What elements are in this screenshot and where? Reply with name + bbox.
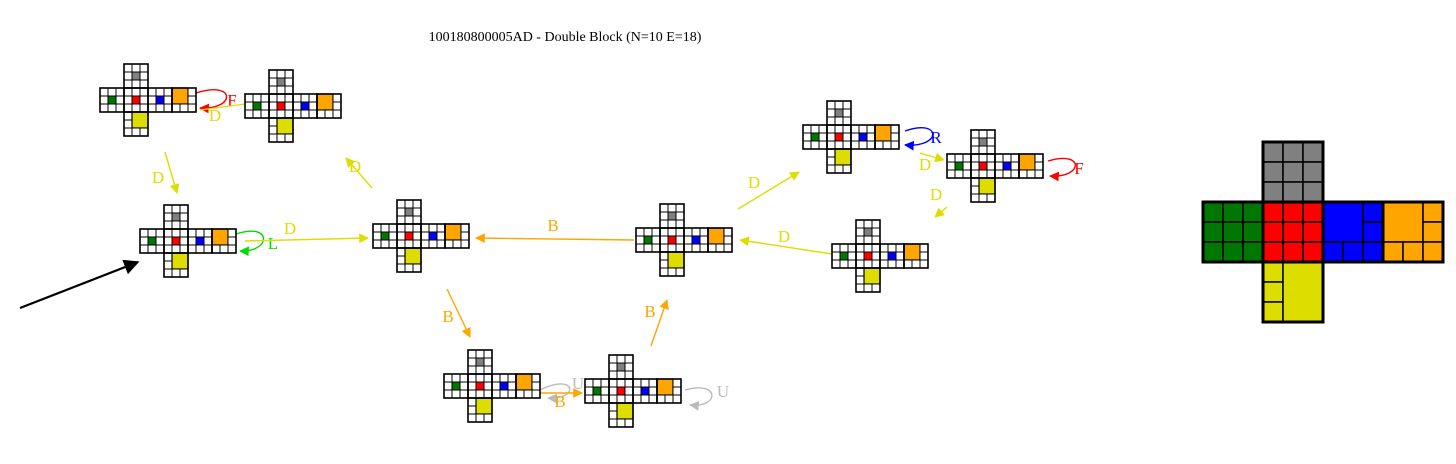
graph-title: 100180800005AD - Double Block (N=10 E=18… (429, 30, 702, 45)
edge-label: D (284, 219, 296, 238)
edge-line (919, 152, 945, 163)
edge-label: R (930, 128, 942, 147)
edge-line (345, 157, 373, 189)
state-node-7[interactable] (584, 354, 682, 428)
edge-line (199, 103, 246, 111)
state-node-9[interactable] (946, 129, 1044, 203)
edge-label: D (349, 157, 361, 176)
edge-n9-n9: F (1047, 157, 1084, 182)
edge-n3-n3: L (235, 230, 278, 257)
state-node-10[interactable] (831, 219, 929, 293)
start-arrow (19, 259, 140, 310)
edge-line (475, 233, 635, 244)
edge-n7-n7: U (684, 382, 729, 411)
edge-label: U (717, 382, 729, 401)
cube-net-legend (1201, 140, 1445, 324)
state-node-2[interactable] (244, 69, 342, 143)
edge-line (1047, 157, 1076, 182)
nodes-layer (99, 63, 1044, 428)
edge-line (244, 233, 369, 244)
edge-label: B (644, 302, 655, 321)
edge-label: U (572, 374, 584, 393)
edge-line (739, 236, 833, 255)
edge-n10-n5: D (739, 227, 833, 255)
state-node-8[interactable] (802, 100, 900, 174)
edge-n3-n4: D (244, 219, 369, 244)
edge-n2-n1: D (199, 103, 246, 125)
edge-line (934, 206, 948, 218)
edge-line (164, 151, 180, 194)
edge-n4-n6: B (442, 288, 471, 338)
edge-n6-n7: B (540, 388, 583, 411)
state-node-6[interactable] (443, 349, 541, 423)
edge-n5-n8: D (737, 171, 800, 210)
edge-n5-n4: B (475, 216, 635, 244)
edge-n9-n10: D (930, 185, 948, 218)
edge-label: B (547, 216, 558, 235)
edge-n8-n8: R (904, 127, 942, 151)
edge-line (650, 299, 669, 347)
state-node-1[interactable] (99, 63, 197, 137)
edge-n4-n2: D (345, 157, 373, 189)
edge-label: D (930, 185, 942, 204)
edge-line (904, 127, 934, 151)
edge-label: B (554, 392, 565, 411)
edge-label: D (919, 155, 931, 174)
edge-label: D (209, 106, 221, 125)
edge-n1-n1: F (195, 89, 237, 114)
edge-line (539, 383, 571, 404)
edge-n7-n5: B (644, 299, 669, 347)
start-arrow-line (19, 259, 140, 310)
edge-line (235, 230, 265, 257)
edge-n8-n9: D (919, 152, 945, 174)
edge-label: B (442, 307, 453, 326)
edge-label: F (227, 91, 236, 110)
edge-n1-n3: D (152, 151, 180, 194)
state-node-3-start[interactable] (139, 204, 237, 278)
edge-line (737, 171, 800, 210)
edge-line (684, 387, 713, 411)
edge-line (446, 288, 471, 338)
edge-label: D (778, 227, 790, 246)
state-node-4[interactable] (372, 199, 470, 273)
edge-label: D (748, 173, 760, 192)
edge-label: F (1074, 159, 1083, 178)
edge-label: D (152, 168, 164, 187)
edge-label: L (268, 234, 278, 253)
state-node-5[interactable] (635, 203, 733, 277)
edge-line (195, 89, 228, 114)
